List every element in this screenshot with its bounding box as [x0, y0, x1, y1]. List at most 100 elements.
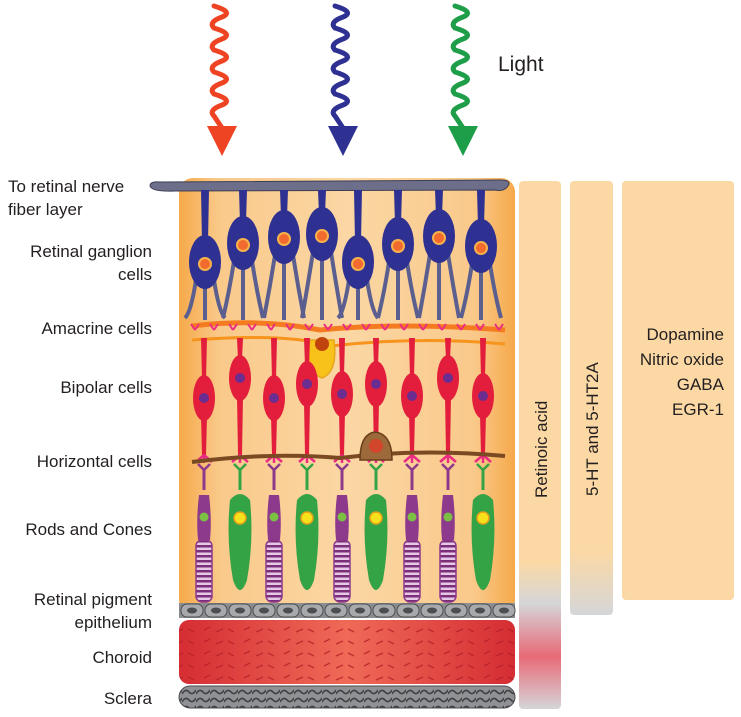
ganglion-dendrite	[459, 263, 503, 320]
choroid-label: Choroid	[92, 648, 152, 667]
sclera-label: Sclera	[104, 689, 153, 708]
synapse-tuft	[361, 323, 371, 331]
bipolar-dendrite	[304, 402, 310, 455]
bipolar-nucleus	[371, 379, 381, 389]
synapse-tuft	[418, 323, 428, 331]
bipolar-axon	[409, 338, 415, 378]
bipolar-nucleus	[443, 373, 453, 383]
ganglion-axon	[354, 190, 362, 242]
light-arrows	[207, 3, 478, 156]
light-arrow-wave	[209, 3, 229, 131]
rpe-nucleus	[379, 607, 389, 614]
neurotransmitter-bar	[622, 181, 734, 600]
horizontal-nucleus	[369, 439, 383, 453]
bipolar-nucleus	[302, 379, 312, 389]
rod-nucleus	[199, 512, 209, 522]
retinoic-acid-label: Retinoic acid	[532, 401, 551, 498]
light-label: Light	[498, 53, 544, 76]
bipolar-tuft	[403, 454, 421, 463]
ganglion-nucleus	[391, 239, 405, 253]
ganglion-nucleus	[351, 257, 365, 271]
photoreceptor-terminal	[476, 463, 490, 471]
bipolar-cell-layer	[193, 338, 494, 463]
synapse-tuft	[494, 323, 504, 331]
synapse-tuft	[456, 323, 466, 331]
rpe-nucleus	[451, 607, 461, 614]
rpe-nucleus	[427, 607, 437, 614]
gaba-label: GABA	[677, 375, 725, 394]
rpe-nucleus	[331, 607, 341, 614]
rod-outer-segment	[403, 539, 421, 603]
ganglion-nucleus	[315, 229, 329, 243]
rod-nucleus	[337, 512, 347, 522]
photoreceptor-terminal	[267, 463, 281, 471]
rod-nucleus	[407, 512, 417, 522]
ganglion-nucleus	[198, 257, 212, 271]
photoreceptor-terminal	[300, 463, 314, 471]
rpe-nucleus	[283, 607, 293, 614]
amacrine-cell-layer	[190, 320, 506, 379]
rod-outer-segment	[439, 539, 457, 603]
photoreceptor-terminal	[441, 463, 455, 471]
ganglion-nucleus	[432, 231, 446, 245]
bipolar-label: Bipolar cells	[60, 378, 152, 397]
rpe-nucleus	[259, 607, 269, 614]
synapse-tuft	[304, 323, 314, 331]
rpe-nucleus	[307, 607, 317, 614]
horizontal-cell-layer	[191, 431, 506, 464]
cone-nucleus	[233, 511, 247, 525]
serotonin-label: 5-HT and 5-HT2A	[583, 361, 602, 496]
rods-and-cones-layer	[195, 463, 495, 603]
ganglion-axon	[394, 190, 402, 224]
synapse-tuft	[323, 323, 333, 331]
bipolar-nucleus	[478, 391, 488, 401]
cone-nucleus	[300, 511, 314, 525]
amacrine-process	[191, 320, 506, 333]
ganglion-axon	[477, 190, 485, 226]
rods-cones-label: Rods and Cones	[25, 520, 152, 539]
bipolar-axon	[339, 338, 345, 376]
synapse-tuft	[342, 323, 352, 331]
bipolar-axon	[373, 338, 379, 366]
bipolar-axon	[271, 338, 277, 380]
dopamine-label: Dopamine	[647, 325, 725, 344]
ganglion-label-1: Retinal ganglion	[30, 242, 152, 261]
rpe-nucleus	[187, 607, 197, 614]
ganglion-nucleus	[236, 238, 250, 252]
rod-nucleus	[443, 512, 453, 522]
photoreceptor-terminal	[233, 463, 247, 471]
nerve-fiber-layer	[149, 179, 510, 192]
cone-nucleus	[369, 511, 383, 525]
photoreceptor-terminal	[335, 463, 349, 471]
rpe-label-2: epithelium	[75, 613, 153, 632]
rpe-nucleus	[475, 607, 485, 614]
light-arrow-wave	[450, 3, 470, 131]
nerve-fiber-label-1: To retinal nerve	[8, 177, 124, 196]
synapse-tuft	[209, 323, 219, 331]
bipolar-dendrite	[237, 396, 243, 455]
rpe-label-1: Retinal pigment	[34, 590, 152, 609]
light-arrowhead	[448, 126, 478, 156]
rpe-layer	[179, 603, 516, 618]
synapse-tuft	[228, 323, 238, 331]
ganglion-axon	[239, 190, 247, 223]
bipolar-dendrite	[201, 416, 207, 455]
ganglion-label-2: cells	[118, 265, 152, 284]
light-arrowhead	[328, 126, 358, 156]
nerve-fiber-label-2: fiber layer	[8, 200, 83, 219]
retinoic-acid-bar	[519, 181, 561, 709]
rod-nucleus	[269, 512, 279, 522]
synapse-tuft	[266, 323, 276, 331]
photoreceptor-terminal	[369, 463, 383, 471]
sclera-layer	[178, 685, 516, 709]
synapse-tuft	[190, 323, 200, 331]
light-arrowhead	[207, 126, 237, 156]
synapse-tuft	[437, 323, 447, 331]
bipolar-nucleus	[337, 389, 347, 399]
rod-outer-segment	[265, 539, 283, 603]
cone-nucleus	[476, 511, 490, 525]
amacrine-nucleus	[315, 337, 329, 351]
rpe-nucleus	[211, 607, 221, 614]
bipolar-dendrite	[339, 412, 345, 455]
